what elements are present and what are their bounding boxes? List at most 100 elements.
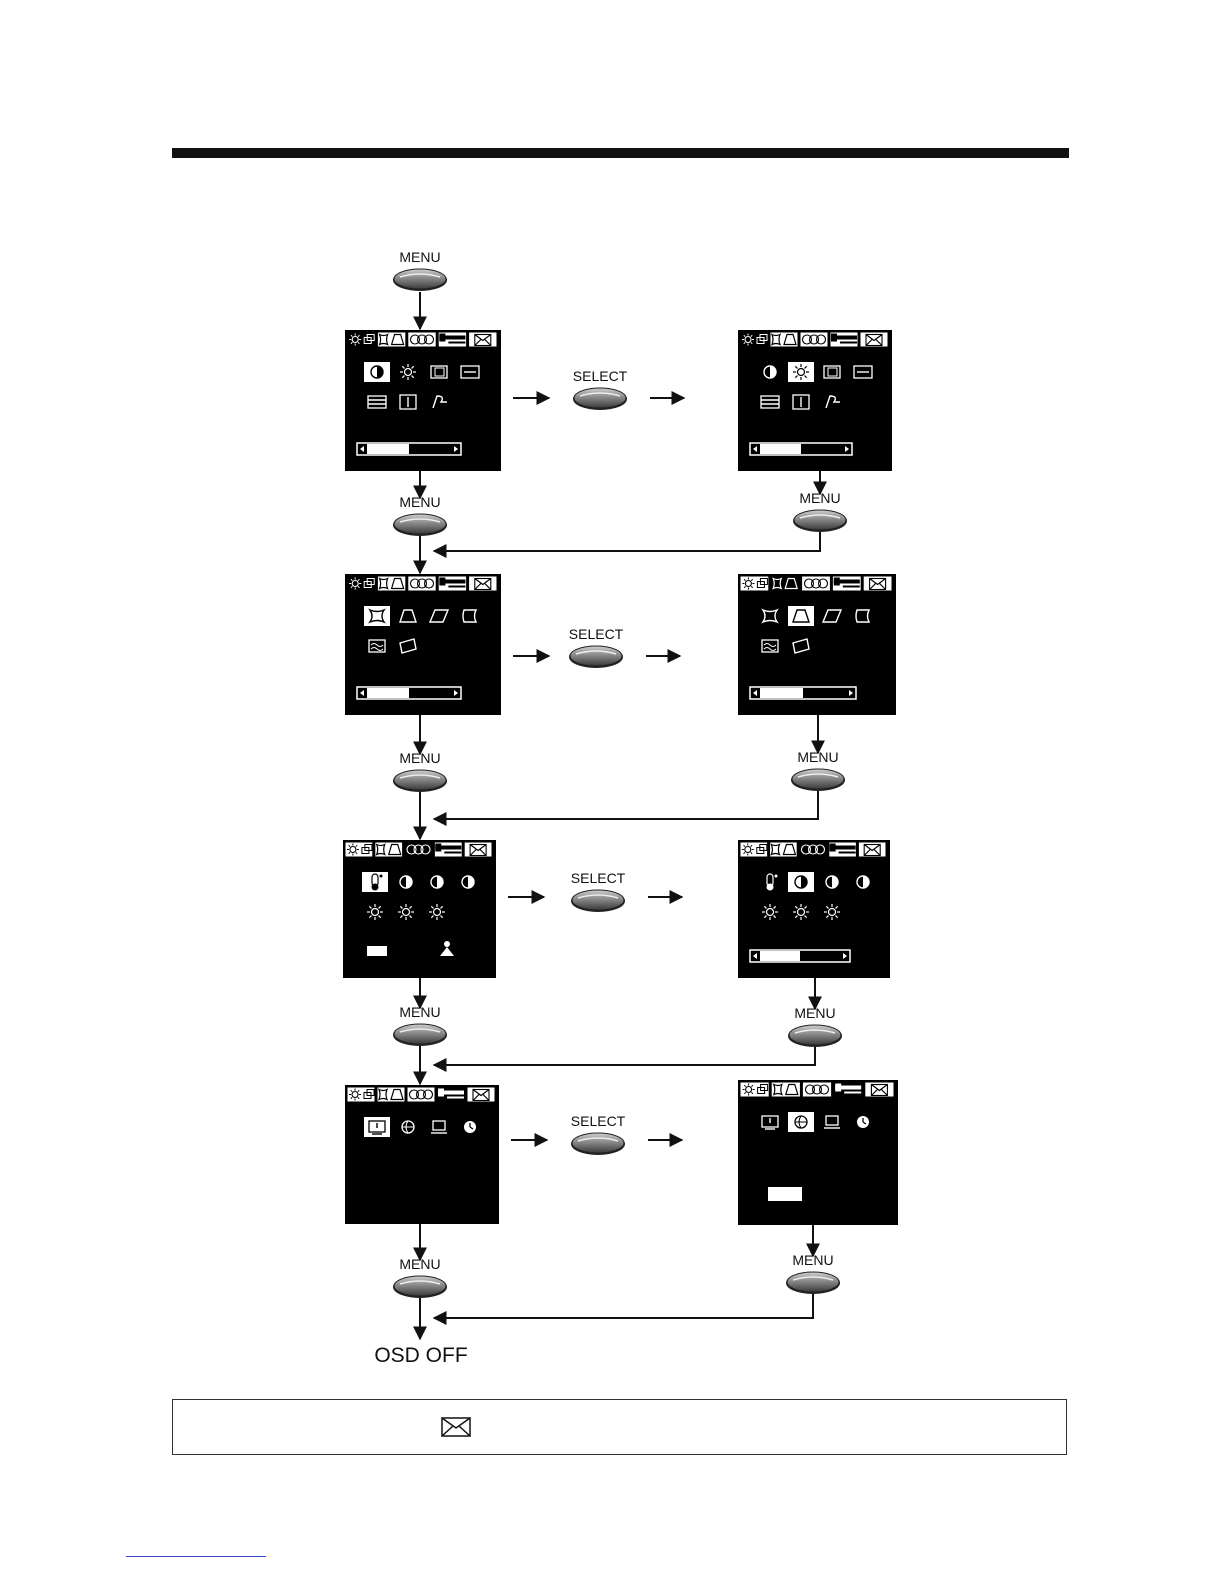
- note-box: [172, 1399, 1067, 1455]
- envelope-icon: [469, 332, 497, 347]
- envelope-icon: [441, 1417, 471, 1437]
- osd-tab-bar: [347, 576, 497, 591]
- color-circles-icon: [802, 1082, 831, 1097]
- trapezoid-icon: [771, 576, 800, 591]
- envelope-icon: [464, 842, 492, 857]
- select-label-2: SELECT: [569, 626, 624, 642]
- osd-tab-bar: [345, 842, 492, 857]
- osd-timer-icon: [464, 1121, 476, 1133]
- trapezoid-icon: [375, 842, 403, 857]
- osd-off-label: OSD OFF: [374, 1344, 467, 1367]
- wrench-icon: [829, 842, 857, 857]
- select-button-3[interactable]: SELECT: [571, 870, 626, 912]
- menu-button-left-3[interactable]: MENU: [393, 1004, 447, 1046]
- envelope-icon: [863, 576, 892, 591]
- menu-button-right-3[interactable]: MENU: [788, 1005, 842, 1047]
- language-icon: [788, 1112, 814, 1132]
- contrast-icon: [364, 362, 390, 382]
- sun-window-icon: [740, 842, 768, 857]
- menu-label-start: MENU: [399, 249, 440, 265]
- menu-button-right-4[interactable]: MENU: [786, 1252, 840, 1294]
- preset-box: [367, 946, 387, 956]
- menu-label-left-4: MENU: [399, 1256, 440, 1272]
- osd-adjust-bar: [750, 950, 850, 962]
- osd-adjust-bar: [750, 687, 856, 699]
- color-circles-icon: [407, 1087, 435, 1102]
- osd-tab-bar: [740, 332, 888, 347]
- trapezoid-icon: [377, 332, 405, 347]
- osd-tab-bar: [347, 332, 497, 347]
- osd-screen-level3-left: [343, 840, 496, 978]
- osd-adjust-bar: [750, 443, 852, 455]
- menu-label-right-3: MENU: [794, 1005, 835, 1021]
- color-temp-icon: [362, 872, 388, 892]
- footer-link-line: [126, 1556, 266, 1557]
- color-circles-icon: [799, 842, 827, 857]
- color-circles-icon: [800, 332, 828, 347]
- select-label-1: SELECT: [573, 368, 628, 384]
- envelope-icon: [860, 332, 888, 347]
- select-button-2[interactable]: SELECT: [569, 626, 624, 668]
- return-line-2: [440, 790, 818, 819]
- select-label-4: SELECT: [571, 1113, 626, 1129]
- menu-label-right-2: MENU: [797, 749, 838, 765]
- menu-button-left-2[interactable]: MENU: [393, 750, 447, 792]
- wrench-icon: [434, 842, 462, 857]
- menu-button-start[interactable]: MENU: [393, 249, 447, 291]
- trapezoid-icon: [770, 842, 798, 857]
- color-circles-icon: [405, 842, 433, 857]
- osd-screen-level2-right: [738, 574, 896, 715]
- color-circles-icon: [408, 576, 436, 591]
- sun-window-icon: [347, 332, 375, 347]
- wrench-icon: [438, 332, 466, 347]
- osd-screen-level4-right: [738, 1080, 898, 1225]
- select-button-4[interactable]: SELECT: [571, 1113, 626, 1155]
- menu-button-right-1[interactable]: MENU: [793, 490, 847, 532]
- value-box: [768, 1187, 802, 1201]
- wrench-icon: [832, 576, 861, 591]
- osd-adjust-bar: [357, 443, 461, 455]
- sun-window-icon: [347, 1087, 375, 1102]
- color-circles-icon: [802, 576, 831, 591]
- menu-label-left-1: MENU: [399, 494, 440, 510]
- osd-adjust-bar: [357, 687, 461, 699]
- menu-label-left-3: MENU: [399, 1004, 440, 1020]
- select-button-1[interactable]: SELECT: [573, 368, 628, 410]
- wrench-icon: [834, 1082, 863, 1097]
- color-circles-icon: [408, 332, 436, 347]
- brightness-icon: [788, 362, 814, 382]
- sun-window-icon: [740, 576, 769, 591]
- select-label-3: SELECT: [571, 870, 626, 886]
- osd-timer-icon: [857, 1116, 869, 1128]
- return-line-3: [440, 1046, 815, 1065]
- trapezoid-icon: [770, 332, 798, 347]
- osd-screen-level2-left: [345, 574, 501, 715]
- envelope-icon: [865, 1082, 894, 1097]
- trapezoid-icon: [771, 1082, 800, 1097]
- return-line-4: [440, 1293, 813, 1318]
- sun-window-icon: [740, 332, 768, 347]
- osd-tab-bar: [740, 842, 886, 857]
- menu-button-left-4[interactable]: MENU: [393, 1256, 447, 1298]
- sun-window-icon: [345, 842, 373, 857]
- trapezoid-icon: [788, 606, 814, 626]
- recall-icon: [364, 1117, 390, 1137]
- menu-label-right-1: MENU: [799, 490, 840, 506]
- osd-screen-level1-left: [345, 330, 501, 471]
- menu-button-left-1[interactable]: MENU: [393, 494, 447, 536]
- osd-screen-level1-right: [738, 330, 892, 471]
- red-gain-icon: [788, 872, 814, 892]
- wrench-icon: [437, 1087, 465, 1102]
- envelope-icon: [858, 842, 886, 857]
- osd-screen-level3-right: [738, 840, 890, 978]
- trapezoid-icon: [377, 1087, 405, 1102]
- osd-tab-bar: [740, 1082, 894, 1097]
- menu-button-right-2[interactable]: MENU: [791, 749, 845, 791]
- envelope-icon: [469, 576, 497, 591]
- return-line-1: [440, 531, 820, 551]
- sun-window-icon: [740, 1082, 769, 1097]
- trapezoid-icon: [377, 576, 405, 591]
- wrench-icon: [830, 332, 858, 347]
- menu-label-left-2: MENU: [399, 750, 440, 766]
